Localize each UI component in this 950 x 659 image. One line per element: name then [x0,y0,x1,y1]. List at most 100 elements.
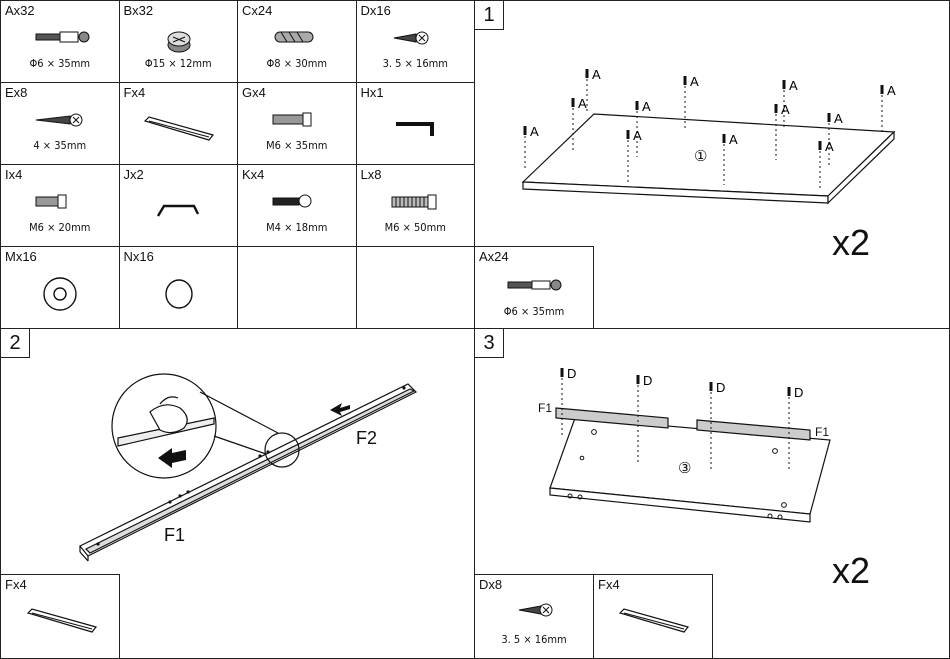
part-code: Hx1 [360,85,384,100]
dowel-pin-a-1: A [585,67,601,112]
svg-text:A: A [592,67,601,82]
svg-text:A: A [789,78,798,93]
svg-text:D: D [716,380,725,395]
drawer-slide-icon [143,116,214,141]
part-size: M6 × 20mm [29,221,91,234]
part-cell-Cx24: Cx24 Φ8 × 30mm [237,0,357,83]
drawer-slide-icon [26,608,98,633]
svg-text:A: A [781,102,790,117]
part-cell-Fx4: Fx4 [118,82,238,165]
allen-key-icon [395,122,434,136]
svg-text:A: A [633,128,642,143]
dowel-pin-a-8: A [827,111,843,168]
part-code: Jx2 [123,167,144,182]
part-code: Mx16 [5,249,37,264]
part-cell-Hx1: Hx1 [355,82,475,165]
part-code: Nx16 [123,249,154,264]
screw-icon [518,603,553,617]
short-bolt-icon [35,194,67,209]
bolt-icon [272,112,312,127]
part-code: Fx4 [598,577,620,592]
step3-label-f1-left: F1 [538,401,553,415]
svg-text:A: A [887,83,896,98]
part-size: Φ8 × 30mm [266,57,328,70]
cam-dowel-icon [35,31,90,43]
screw-icon [393,31,429,45]
step3-number: 3 [474,328,504,358]
part-code: Bx32 [123,3,154,18]
step2-label-f2: F2 [356,428,378,448]
dowel-pin-a-4: A [880,83,896,133]
step1-panel-label: ① [694,148,708,165]
part-cell-Dx8: Dx8 3. 5 × 16mm [474,574,594,659]
slide-rail-right [696,419,811,441]
step2-label-f1: F1 [164,525,186,545]
cap-disc-icon [165,279,193,309]
dowel-pin-a-7: A [774,102,790,160]
svg-text:D: D [794,385,803,400]
part-code: Dx8 [479,577,503,592]
screw-d-1: D [560,366,576,438]
step3-screws: D D D D [560,366,803,470]
part-code: Dx16 [360,3,391,18]
step1-number: 1 [474,0,504,30]
part-code: Fx4 [5,577,27,592]
drawer-slide-icon [618,608,690,633]
part-cell-Ax24: Ax24 Φ6 × 35mm [474,246,594,329]
part-size: 3. 5 × 16mm [501,633,567,646]
dowel-pin-a-6: A [635,99,651,157]
part-code: Cx24 [242,3,273,18]
part-size: Φ15 × 12mm [144,57,212,70]
screw-d-2: D [636,373,652,464]
step1-multiplier: x2 [832,222,871,263]
cam-lock-icon [167,31,191,53]
part-size: 3. 5 × 16mm [382,57,448,70]
step3-label-f1-right: F1 [815,425,830,439]
part-cell-Fx4-step2: Fx4 [0,574,120,659]
svg-text:A: A [530,124,539,139]
step3-multiplier: x2 [832,550,871,591]
svg-text:A: A [834,111,843,126]
push-arrow-icon [158,448,186,468]
svg-text:A: A [578,96,587,111]
part-code: Ix4 [5,167,23,182]
slide-rail-left [555,407,669,429]
long-screw-icon [36,113,83,127]
part-size: M4 × 18mm [266,221,328,234]
threaded-bolt-icon [391,194,437,210]
screw-d-3: D [709,380,725,470]
dowel-pin-a-12: A [818,139,834,190]
part-code: Kx4 [242,167,265,182]
dowel-pin-a-10: A [626,128,642,182]
part-code: Lx8 [360,167,382,182]
dowel-pin-a-9: A [523,124,539,170]
screw-d-4: D [787,385,803,470]
part-cell-Jx2: Jx2 [118,164,238,247]
part-size: 4 × 35mm [33,139,87,152]
dowel-pin-a-11: A [722,132,738,185]
part-code: Fx4 [123,85,146,100]
svg-text:A: A [825,139,834,154]
direction-arrow-icon [330,403,350,416]
part-code: Ax24 [479,249,509,264]
svg-text:D: D [643,373,652,388]
svg-text:A: A [642,99,651,114]
handle-icon [156,204,199,217]
dowel-pin-a-2: A [683,74,699,128]
svg-text:D: D [567,366,576,381]
black-bolt-icon [272,194,312,208]
step3-panel-label: ③ [678,460,692,477]
foot-pad-icon [43,277,77,311]
part-code: Ax32 [5,3,35,18]
cam-dowel-icon [507,279,562,291]
dowel-pin-a-3: A [782,78,798,130]
part-size: M6 × 35mm [266,139,328,152]
part-size: M6 × 50mm [384,221,446,234]
dowel-pin-a-5: A [571,96,587,150]
svg-text:A: A [690,74,699,89]
step2-number: 2 [0,328,30,358]
